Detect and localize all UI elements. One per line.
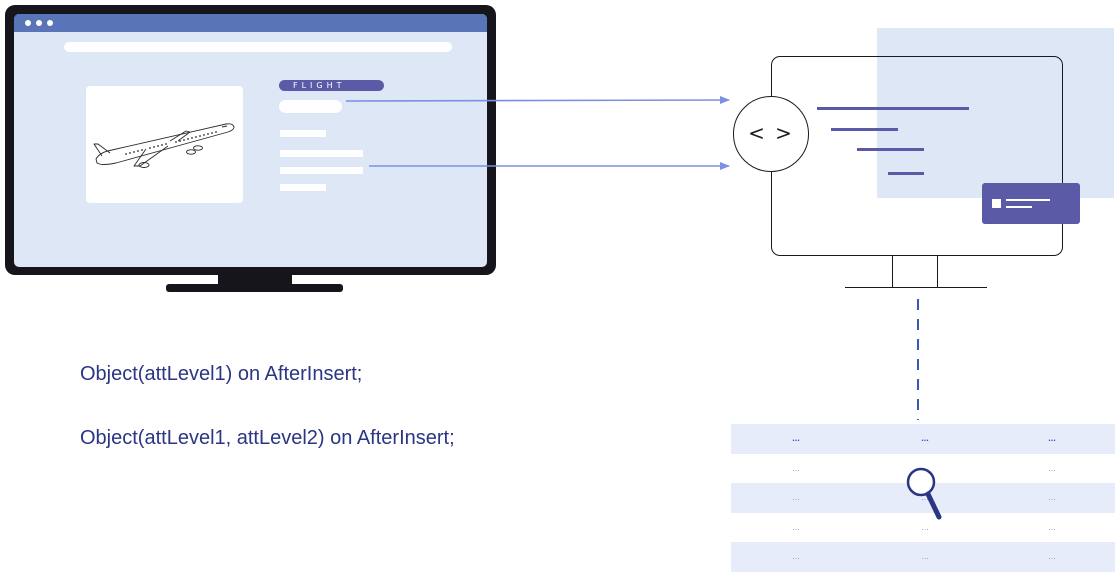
flight-input-field: [279, 100, 342, 113]
table-row: ... ... ...: [731, 512, 1115, 542]
code-line-1: Object(attLevel1) on AfterInsert;: [80, 363, 363, 385]
arrow-upper: [345, 96, 730, 105]
code-badge: < >: [733, 96, 809, 172]
server-monitor-base: [845, 287, 987, 288]
browser-monitor: FLIGHT: [5, 5, 496, 275]
table-cell: ...: [792, 433, 800, 443]
field-line: [280, 184, 326, 191]
window-dot-icon: [36, 20, 42, 26]
table-cell: ...: [792, 492, 800, 502]
table-cell: ...: [921, 521, 929, 532]
field-line: [280, 167, 363, 174]
server-monitor-neck: [892, 256, 938, 287]
window-title-bar: [14, 14, 487, 32]
table-cell: ...: [1048, 521, 1056, 532]
table-row: ... ... ...: [731, 424, 1115, 454]
table-cell: ...: [1048, 492, 1056, 502]
table-cell: ...: [792, 521, 800, 532]
table-cell: ...: [792, 551, 800, 561]
table-cell: ...: [1048, 462, 1056, 473]
airplane-image-card: [86, 86, 243, 203]
flight-label: FLIGHT: [279, 80, 384, 91]
code-line-2: Object(attLevel1, attLevel2) on AfterIns…: [80, 427, 455, 449]
table-row: ... ... ...: [731, 542, 1115, 572]
monitor-stand-neck: [218, 274, 292, 286]
card-square-icon: [992, 199, 1001, 208]
table-cell: ...: [921, 492, 929, 502]
table-cell: ...: [921, 462, 929, 473]
card-line: [1006, 199, 1050, 201]
table-cell: ...: [1048, 551, 1056, 561]
field-line: [280, 150, 363, 157]
table-cell: ...: [921, 551, 929, 561]
table-cell: ...: [792, 462, 800, 473]
address-bar: [64, 42, 452, 52]
browser-screen: FLIGHT: [14, 14, 487, 267]
airplane-icon: [93, 123, 235, 168]
window-dot-icon: [47, 20, 53, 26]
table-cell: ...: [921, 433, 929, 443]
field-line: [280, 130, 326, 137]
data-card: [982, 183, 1080, 224]
code-line: [857, 148, 924, 151]
monitor-stand-base: [166, 284, 343, 292]
code-line: [817, 107, 969, 110]
code-line: [831, 128, 898, 131]
code-line: [888, 172, 924, 175]
card-line: [1006, 206, 1032, 208]
table-cell: ...: [1048, 433, 1056, 443]
window-dot-icon: [25, 20, 31, 26]
